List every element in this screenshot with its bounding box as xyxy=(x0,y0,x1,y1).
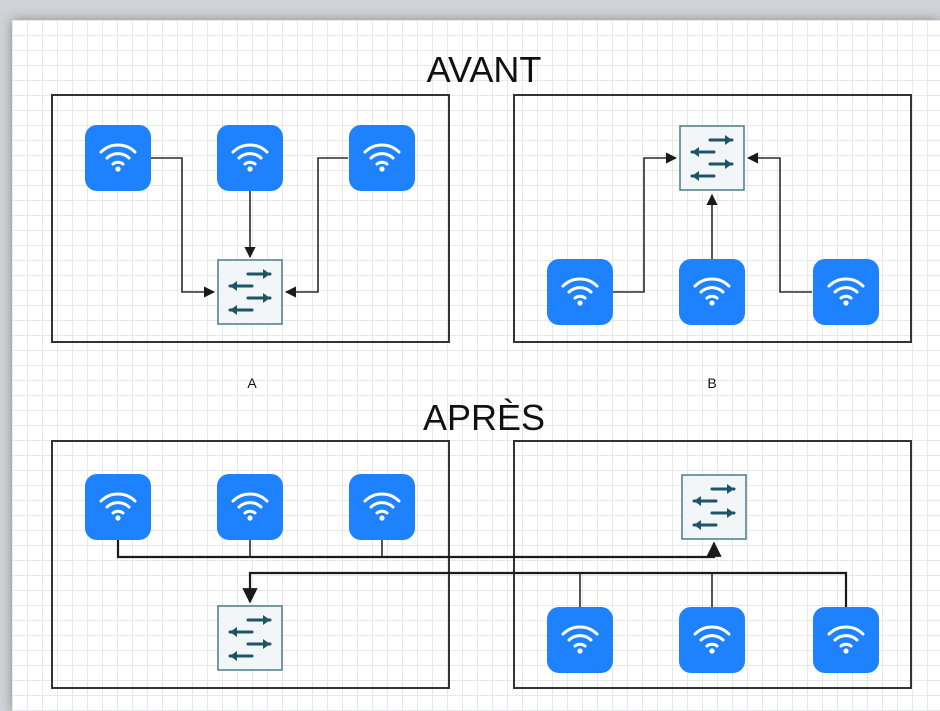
ap-avant-b-right xyxy=(813,259,879,325)
wifi-icon xyxy=(827,625,865,654)
ap-apres-b-right xyxy=(813,607,879,673)
wifi-icon xyxy=(363,492,401,521)
panel-apres-a xyxy=(51,440,450,689)
link-b-right xyxy=(746,152,812,293)
network-switch-icon xyxy=(228,269,272,315)
wifi-icon xyxy=(561,625,599,654)
ap-avant-b-center xyxy=(679,259,745,325)
ap-avant-a-right xyxy=(349,125,415,191)
wifi-icon xyxy=(99,143,137,172)
wifi-icon xyxy=(363,143,401,172)
ap-avant-a-center xyxy=(217,125,283,191)
ap-apres-b-center xyxy=(679,607,745,673)
wifi-icon xyxy=(231,492,269,521)
link-a-right xyxy=(284,157,348,298)
ap-apres-a-left xyxy=(85,474,151,540)
panel-apres-b xyxy=(513,440,912,689)
wifi-icon xyxy=(827,277,865,306)
link-apres-a-aps-to-b-switch xyxy=(116,540,722,559)
ap-apres-b-left xyxy=(547,607,613,673)
switch-apres-a xyxy=(217,605,283,671)
network-switch-icon xyxy=(690,135,734,181)
wifi-icon xyxy=(99,492,137,521)
switch-avant-b xyxy=(679,125,745,191)
wifi-icon xyxy=(693,625,731,654)
switch-apres-b xyxy=(681,474,747,540)
wifi-icon xyxy=(231,143,269,172)
diagram-nodes xyxy=(85,125,879,673)
wifi-icon xyxy=(561,277,599,306)
ap-apres-a-right xyxy=(349,474,415,540)
title-apres: APRÈS xyxy=(423,397,545,438)
ap-apres-a-center xyxy=(217,474,283,540)
panel-avant-a xyxy=(51,94,450,343)
link-apres-b-aps-to-a-switch xyxy=(242,571,848,607)
ap-avant-a-left xyxy=(85,125,151,191)
title-avant: AVANT xyxy=(427,49,542,90)
ap-avant-b-left xyxy=(547,259,613,325)
label-b: B xyxy=(707,375,716,391)
switch-avant-a xyxy=(217,259,283,325)
diagram-canvas xyxy=(12,20,940,711)
link-b-left xyxy=(612,152,678,293)
link-a-left xyxy=(150,157,216,298)
network-switch-icon xyxy=(228,615,272,661)
label-a: A xyxy=(247,375,257,391)
network-switch-icon xyxy=(692,484,736,530)
wifi-icon xyxy=(693,277,731,306)
panel-avant-b xyxy=(513,94,912,343)
